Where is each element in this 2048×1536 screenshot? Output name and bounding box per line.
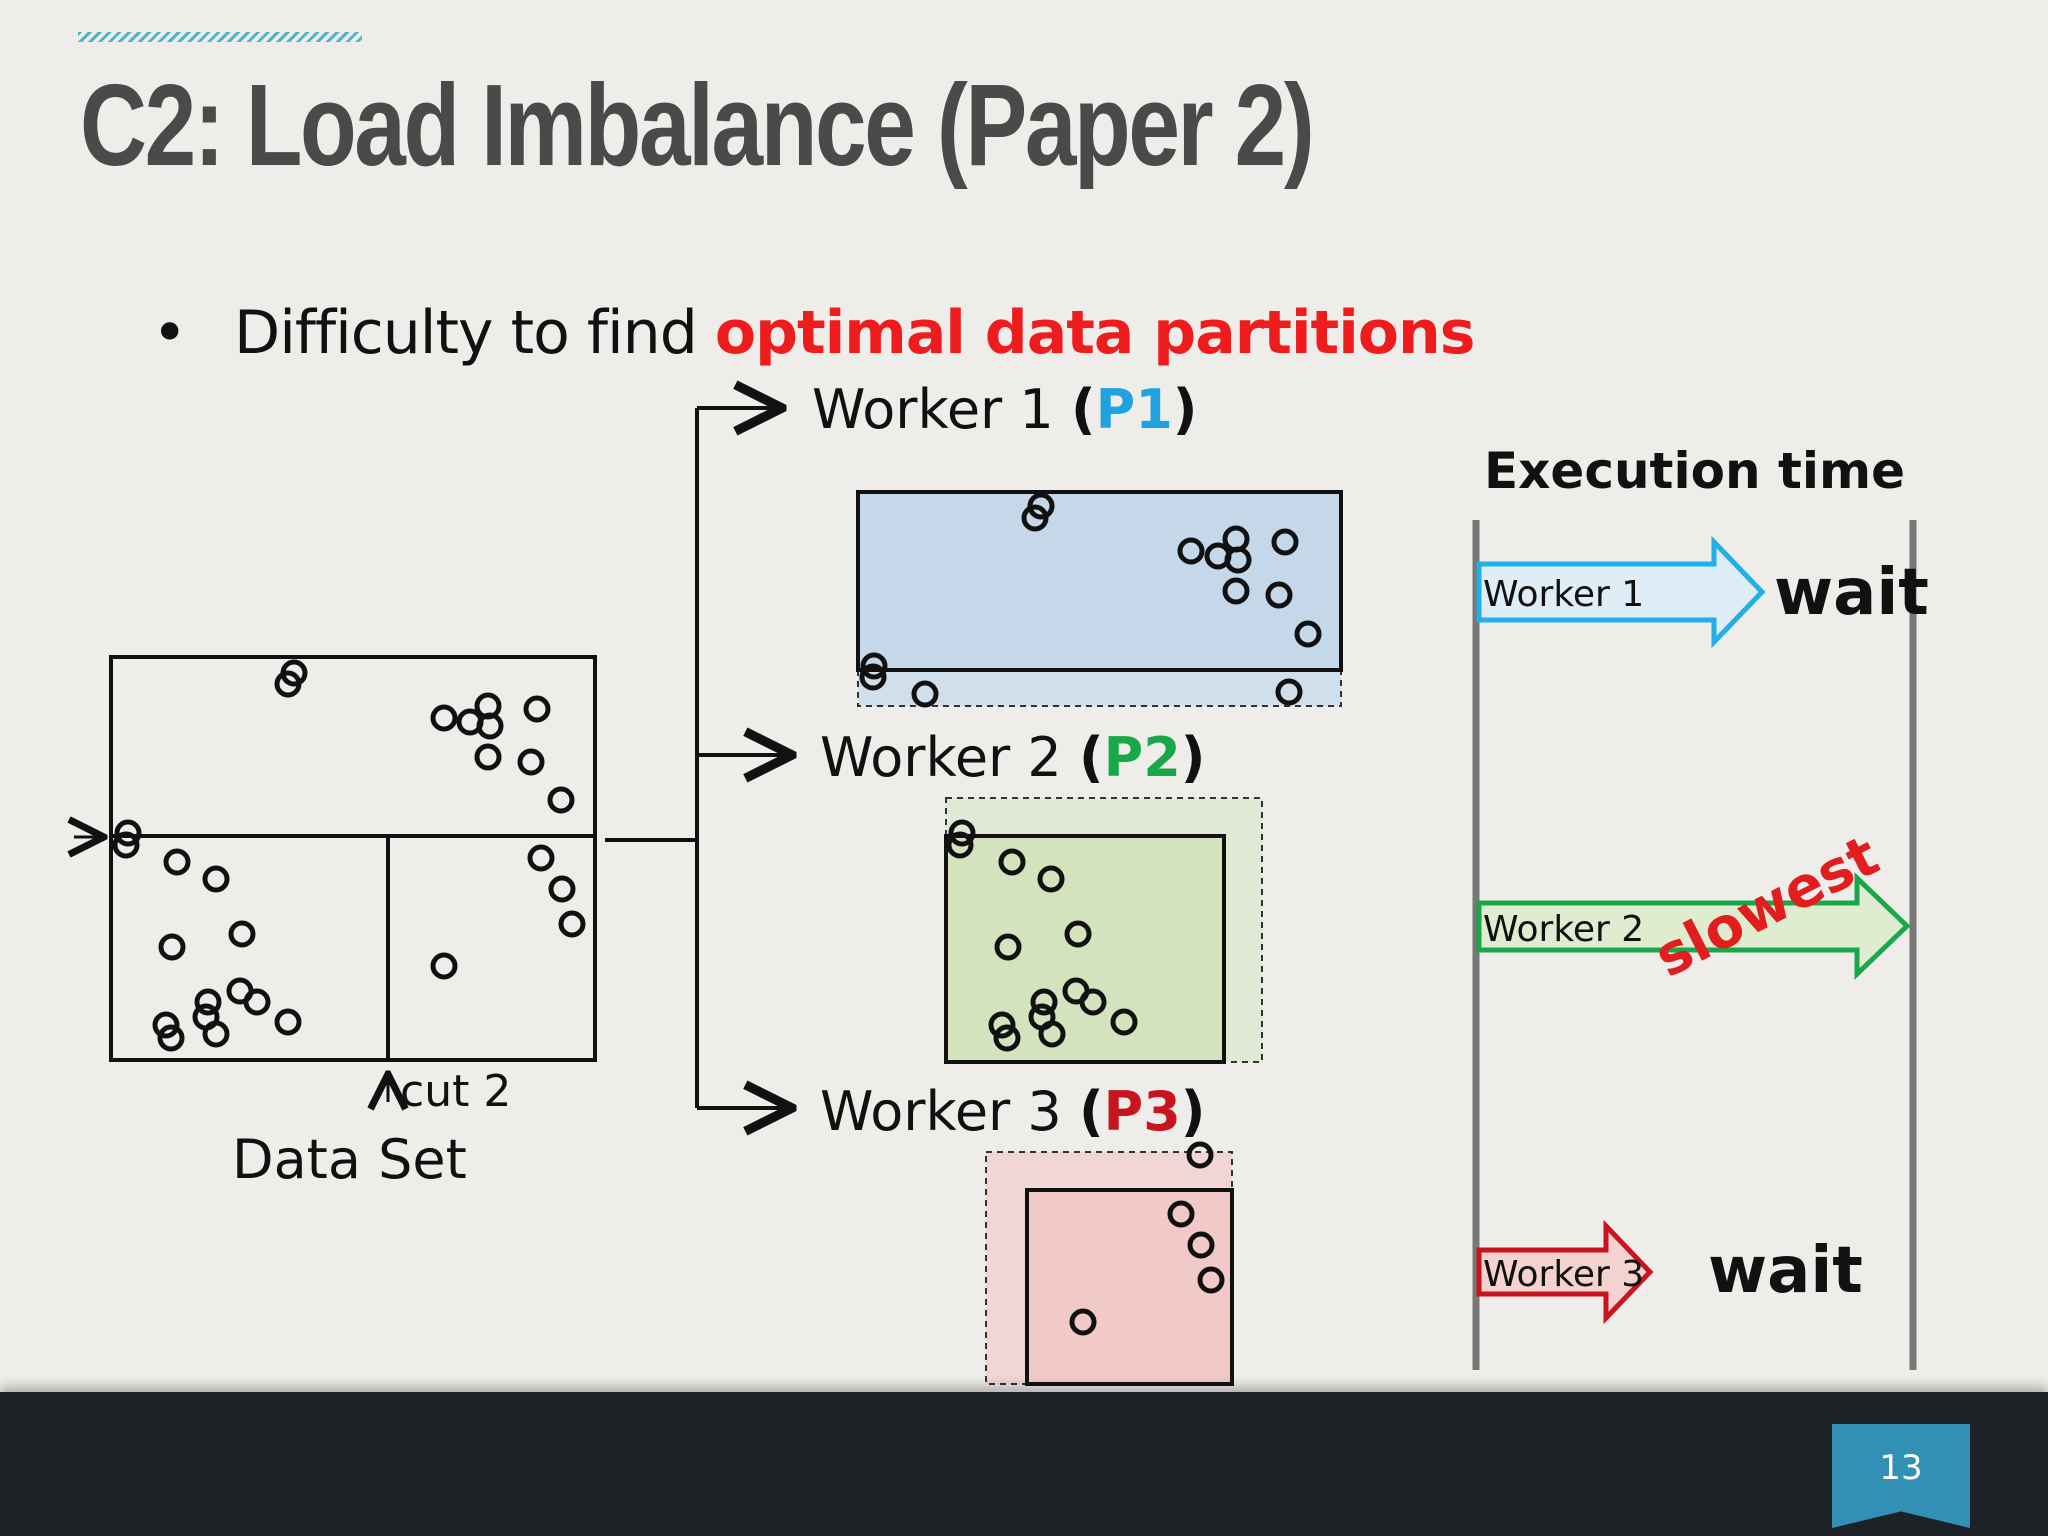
- slide-title: C2: Load Imbalance (Paper 2): [80, 60, 1315, 190]
- worker-1-time-arrow: [1476, 535, 1766, 649]
- bullet-point: • Difficulty to find optimal data partiti…: [152, 298, 1476, 368]
- worker-3-points: [1069, 1141, 1225, 1336]
- cut-2-label: cut 2: [400, 1066, 511, 1117]
- page-number: 13: [1879, 1448, 1923, 1488]
- worker-1-points: [859, 492, 1322, 708]
- worker-3-box: [1025, 1188, 1234, 1386]
- data-set-box: [109, 655, 597, 1062]
- execution-time-title: Execution time: [1484, 442, 1905, 500]
- worker-1-wait-note: wait: [1774, 556, 1929, 630]
- worker-2-partition: [944, 797, 1263, 1064]
- page-number-tab: [1832, 1424, 1970, 1528]
- bullet-highlight: optimal data partitions: [714, 298, 1476, 368]
- partition-diagram: cut 2 Data Set Worker 1 (P1) Worker 2 (P…: [0, 378, 1929, 1386]
- worker-1-box: [856, 490, 1343, 672]
- worker-2-time-label: Worker 2: [1483, 909, 1644, 950]
- worker-2-label: Worker 2 (P2): [820, 726, 1205, 789]
- title-accent-stripe: [78, 32, 362, 42]
- worker-1-label: Worker 1 (P1): [812, 378, 1197, 441]
- worker-2-time-arrow: [1476, 872, 1911, 980]
- worker-3-label: Worker 3 (P3): [820, 1080, 1205, 1143]
- slide-footer: [0, 1392, 2048, 1536]
- data-set-points: [112, 659, 586, 1052]
- worker-2-points: [946, 819, 1138, 1052]
- worker-2-box: [944, 834, 1226, 1064]
- data-set-caption: Data Set: [232, 1128, 467, 1191]
- worker-3-wait-note: wait: [1708, 1234, 1863, 1308]
- worker-1-time-label: Worker 1: [1483, 574, 1644, 615]
- worker-3-time-arrow: [1476, 1219, 1654, 1325]
- bullet-text: Difficulty to find: [234, 298, 715, 368]
- execution-time-panel: Execution time Worker 1 wait Worker 2 sl…: [1472, 442, 1929, 1370]
- worker-1-partition: [856, 490, 1343, 708]
- split-connector: [605, 408, 792, 1108]
- worker-3-time-label: Worker 3: [1483, 1254, 1644, 1295]
- bullet-icon: •: [152, 298, 187, 368]
- data-set-figure: cut 2 Data Set: [74, 655, 597, 1191]
- worker-3-partition: [985, 1141, 1234, 1386]
